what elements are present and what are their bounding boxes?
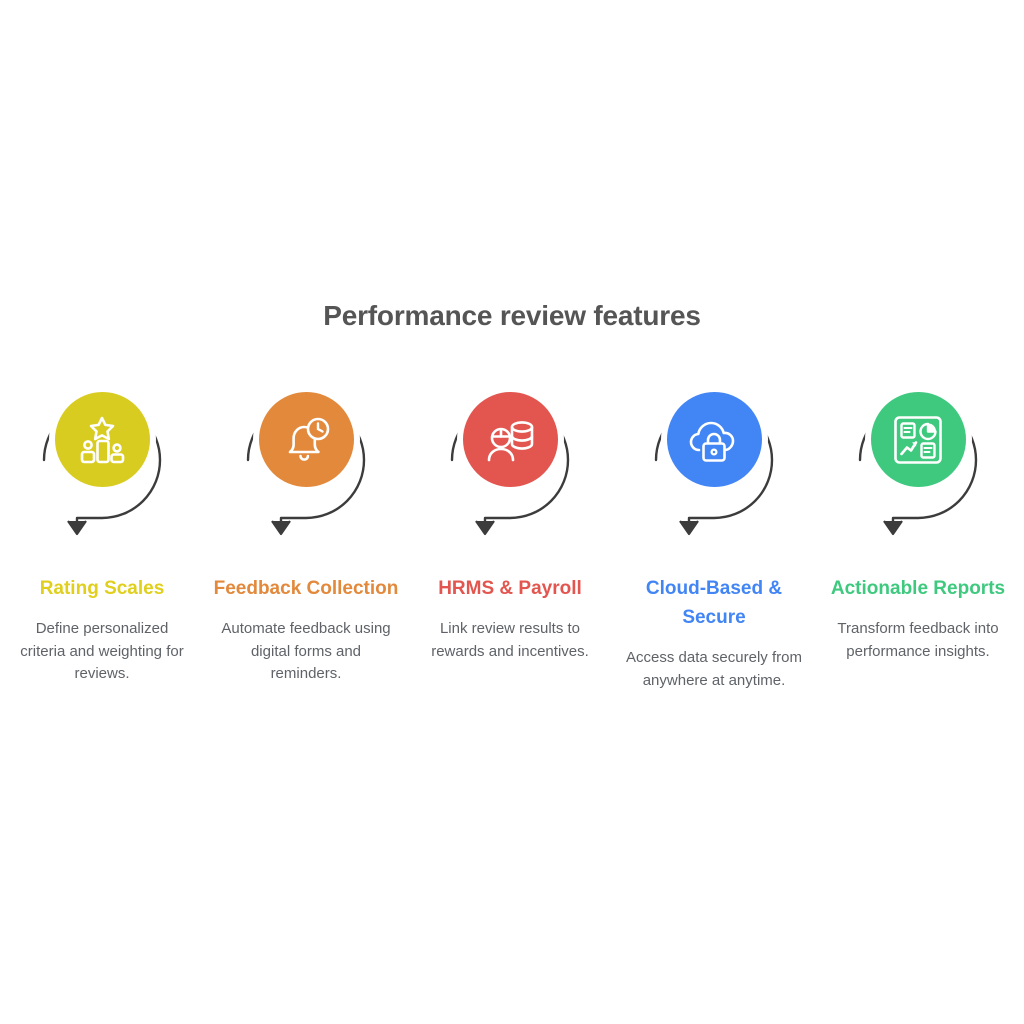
icon-circle-1 — [54, 392, 150, 487]
feature-card[interactable]: HRMS & Payroll Link review results to re… — [408, 368, 612, 663]
feature-card[interactable]: Rating Scales Define personalized criter… — [0, 368, 204, 686]
feature-card[interactable]: Cloud-Based & Secure Access data securel… — [612, 368, 816, 692]
feature-title: Cloud-Based & Secure — [645, 578, 783, 628]
page-title: Performance review features — [323, 300, 701, 331]
feature-card[interactable]: Actionable Reports Transform feedback in… — [816, 368, 1020, 663]
feature-description: Link review results to rewards and incen… — [431, 619, 589, 660]
feature-description: Define personalized criteria and weighti… — [20, 619, 184, 683]
feature-card[interactable]: Feedback Collection Automate feedback us… — [204, 368, 408, 686]
feature-description: Transform feedback into performance insi… — [837, 619, 999, 660]
feature-title: Rating Scales — [39, 578, 165, 599]
feature-title: Feedback Collection — [213, 578, 399, 599]
podium-star-icon — [80, 416, 125, 463]
badge-5 — [843, 368, 993, 543]
icon-circle-2 — [258, 392, 354, 487]
badge-2 — [231, 368, 381, 543]
bell-clock-icon — [288, 417, 330, 461]
feature-description: Automate feedback using digital forms an… — [221, 619, 391, 683]
badge-1 — [27, 368, 177, 543]
dashboard-report-icon — [894, 415, 942, 464]
feature-title: HRMS & Payroll — [438, 578, 582, 599]
badge-4 — [639, 368, 789, 543]
feature-title: Actionable Reports — [830, 578, 1006, 599]
icon-circle-5 — [870, 392, 966, 487]
person-coins-icon — [487, 420, 534, 461]
icon-circle-3 — [462, 392, 558, 487]
cloud-lock-icon — [689, 421, 735, 462]
icon-circle-4 — [666, 392, 762, 487]
feature-card-list: Rating Scales Define personalized criter… — [0, 368, 1024, 692]
feature-description: Access data securely from anywhere at an… — [626, 648, 802, 689]
badge-3 — [435, 368, 585, 543]
